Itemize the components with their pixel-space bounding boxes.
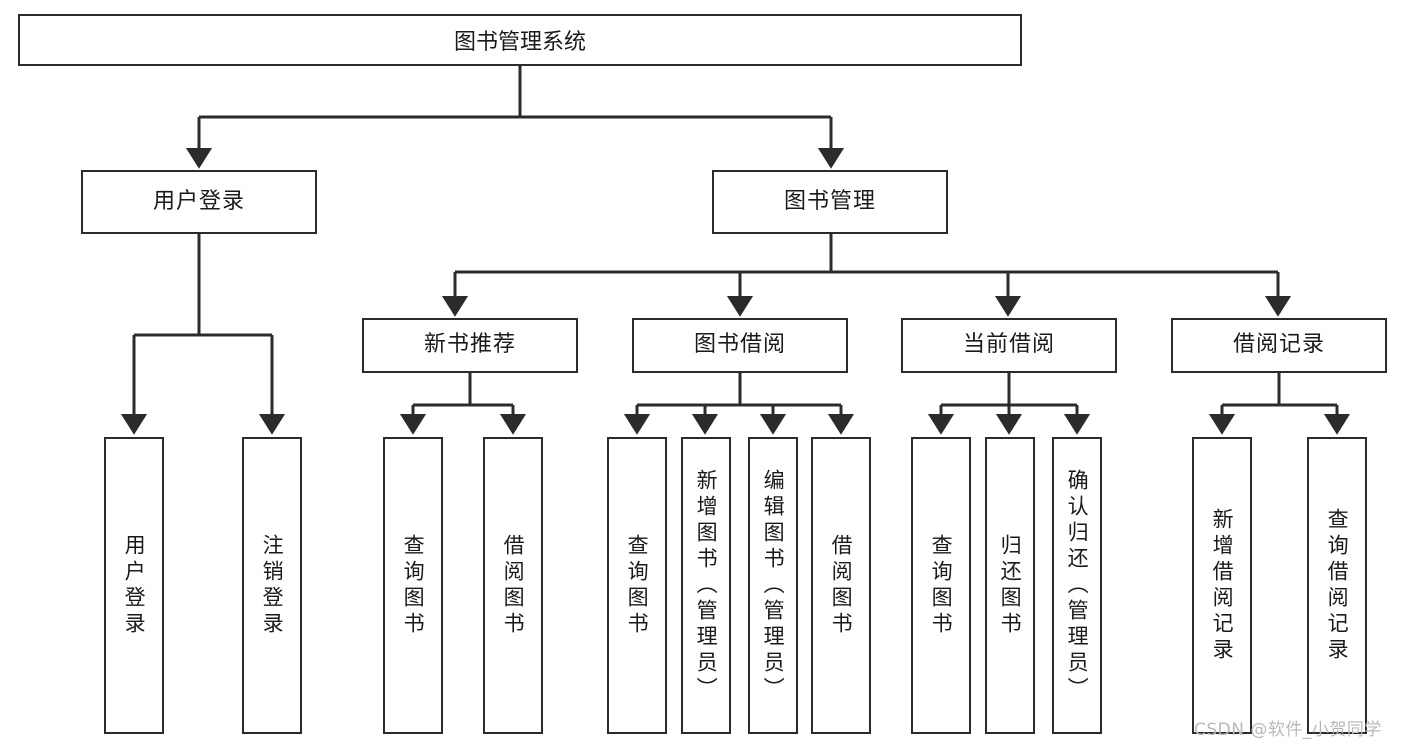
leaf-confirm-return-admin[interactable]: 确认归还（管理员） [1052,437,1102,734]
node-new-book-recommend[interactable]: 新书推荐 [362,318,578,373]
leaf-add-book-admin[interactable]: 新增图书（管理员） [681,437,731,734]
leaf-query-borrow-record[interactable]: 查询借阅记录 [1307,437,1367,734]
leaf-add-borrow-record[interactable]: 新增借阅记录 [1192,437,1252,734]
csdn-watermark: CSDN @软件_小贺同学 [1194,720,1382,740]
node-root-system[interactable]: 图书管理系统 [18,14,1022,66]
leaf-logout[interactable]: 注销登录 [242,437,302,734]
node-borrow-records[interactable]: 借阅记录 [1171,318,1387,373]
node-user-login[interactable]: 用户登录 [81,170,317,234]
node-book-management[interactable]: 图书管理 [712,170,948,234]
leaf-query-book-current[interactable]: 查询图书 [911,437,971,734]
node-current-borrow[interactable]: 当前借阅 [901,318,1117,373]
leaf-edit-book-admin[interactable]: 编辑图书（管理员） [748,437,798,734]
leaf-query-book-recommend[interactable]: 查询图书 [383,437,443,734]
leaf-query-book-borrow[interactable]: 查询图书 [607,437,667,734]
leaf-return-book[interactable]: 归还图书 [985,437,1035,734]
node-book-borrow[interactable]: 图书借阅 [632,318,848,373]
leaf-borrow-book-recommend[interactable]: 借阅图书 [483,437,543,734]
leaf-borrow-book[interactable]: 借阅图书 [811,437,871,734]
leaf-user-login[interactable]: 用户登录 [104,437,164,734]
